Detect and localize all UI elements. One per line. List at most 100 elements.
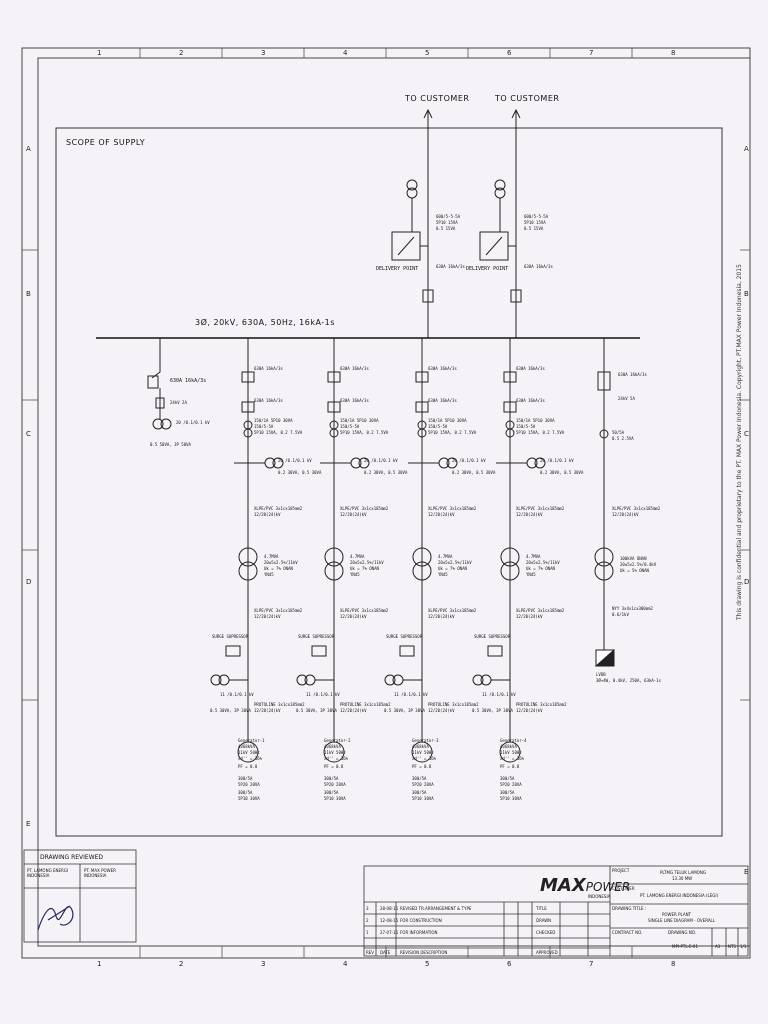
col-label: 1 bbox=[97, 49, 102, 57]
revision-cell: 27-07-15 bbox=[380, 930, 399, 935]
drawing-title-label: DRAWING TITLE : bbox=[612, 906, 647, 911]
feeder-label-vt3: 11 /0.1/0.1 kV bbox=[482, 692, 516, 697]
feeder-label-trafo2: 20±5x2.5%/11kV bbox=[438, 560, 472, 565]
feeder-label-gen-pf: PF = 0.8 bbox=[500, 764, 520, 769]
feeder-label-cable4: 12/20(24)kV bbox=[340, 614, 367, 619]
aux-trafo-label: 20±5x2.5%/0.4kV bbox=[620, 562, 657, 567]
revision-cell: DATE bbox=[380, 950, 391, 955]
feeder-label-gen-v: 11kV 50Hz bbox=[500, 750, 522, 755]
col-label: 5 bbox=[425, 49, 430, 57]
col-label: 3 bbox=[261, 960, 266, 968]
incomer-lines bbox=[391, 108, 522, 338]
feeder-label-gen-ct: 300/5A bbox=[238, 776, 253, 781]
row-label: A bbox=[26, 145, 31, 153]
revision-cell: 2 bbox=[366, 918, 369, 923]
col-label: 2 bbox=[179, 960, 184, 968]
feeder-label-cable4: 12/20(24)kV bbox=[516, 614, 543, 619]
revision-cell: 3 bbox=[366, 906, 369, 911]
feeder-label-vt2: 0.2 30VA, 0.5 30VA bbox=[364, 470, 408, 475]
vt-fuse-label: 24kV 2A bbox=[170, 400, 187, 405]
col-label: 1 bbox=[97, 960, 102, 968]
feeder-label-gen-ct: 300/5A bbox=[412, 776, 427, 781]
revision-cell: FOR CONSTRUCTION bbox=[400, 918, 442, 923]
column-ticks bbox=[22, 48, 750, 958]
feeder-label-gen-v: 11kV 50Hz bbox=[238, 750, 260, 755]
feeder-label-breaker: 630A 16kA/3s bbox=[516, 366, 545, 371]
feeder-label-gen-ct2: 5P20 20VA bbox=[238, 782, 260, 787]
col-label: 3 bbox=[261, 49, 266, 57]
feeder-label-gen-ct: 300/5A bbox=[500, 776, 515, 781]
feeder-label-gen-kva: 4368kVA bbox=[500, 744, 517, 749]
col-label: 7 bbox=[589, 960, 594, 968]
col-label: 4 bbox=[343, 49, 348, 57]
customer-name: PT. LAMONG ENERGI INDONESIA (LEGI) bbox=[640, 893, 719, 898]
project-name: PLTMG TELUK LAMONG bbox=[660, 870, 706, 875]
delivery-point-label: DELIVERY POINT bbox=[466, 266, 509, 272]
revision-cell: 1 bbox=[366, 930, 369, 935]
logo-country: INDONESIA bbox=[588, 894, 611, 899]
generator-name: Generator-2 bbox=[324, 738, 351, 743]
feeder-label-vt2: 0.2 30VA, 0.5 30VA bbox=[278, 470, 322, 475]
sheet-number: 1/1 bbox=[740, 944, 747, 949]
feeder-label-vt: 20 /0.1/0.1 kV bbox=[278, 458, 312, 463]
drawing-title: POWER PLANT bbox=[662, 912, 691, 917]
feeder-label-cable: XLPE/PVC 3x1cx185mm2 bbox=[340, 506, 389, 511]
feeder-label-gen-ct2: 5P20 20VA bbox=[500, 782, 522, 787]
feeder-label-vt3: 11 /0.1/0.1 kV bbox=[306, 692, 340, 697]
feeder-label-cable6: 12/20(24)kV bbox=[516, 708, 543, 713]
row-label: E bbox=[744, 868, 749, 876]
generator-name: Generator-1 bbox=[238, 738, 265, 743]
feeder-label-vt4: 0.5 30VA, 3P 30VA bbox=[384, 708, 425, 713]
feeder-label-ct: 150/1A 5P10 30VA bbox=[428, 418, 467, 423]
vt-feeder bbox=[147, 338, 172, 430]
feeder-label-breaker2: 630A 16kA/3s bbox=[254, 398, 283, 403]
generator-name: Generator-4 bbox=[500, 738, 527, 743]
aux-ct-label: 50/5A bbox=[612, 430, 625, 435]
feeder-label-cable5: PROTOLINE 3x1cx185mm2 bbox=[428, 702, 479, 707]
feeder-label-trafo: 4.7MVA bbox=[526, 554, 541, 559]
feeder-label-trafo4: YNd5 bbox=[526, 572, 536, 577]
to-customer-label: TO CUSTOMER bbox=[405, 94, 470, 103]
incomer-ct-label: 600/5-5-5A bbox=[524, 214, 549, 219]
copyright-notice: This drawing is confidential and proprie… bbox=[736, 264, 743, 620]
feeder-label-gen-kva: 4368kVA bbox=[238, 744, 255, 749]
aux-cable-label: 12/20(24)kV bbox=[612, 512, 639, 517]
feeder-label-gen-ct4: 5P10 30VA bbox=[500, 796, 522, 801]
col-label: 4 bbox=[343, 960, 348, 968]
feeder-label-gen-ct4: 5P10 30VA bbox=[238, 796, 260, 801]
vt-burden-label: 0.5 50VA, 3P 50VA bbox=[150, 442, 191, 447]
sheet-size: A3 bbox=[715, 944, 721, 949]
feeder-label-cable: XLPE/PVC 3x1cx185mm2 bbox=[516, 506, 565, 511]
feeder-label-trafo: 4.7MVA bbox=[350, 554, 365, 559]
feeder-label-gen-pf: PF = 0.8 bbox=[412, 764, 432, 769]
feeder-label-gen-kva: 4368kVA bbox=[412, 744, 429, 749]
feeder-label-cable: XLPE/PVC 3x1cx185mm2 bbox=[254, 506, 303, 511]
feeder-label-trafo2: 20±5x2.5%/11kV bbox=[264, 560, 298, 565]
feeder-label-breaker2: 630A 16kA/3s bbox=[428, 398, 457, 403]
feeder-label-vt: 20 /0.1/0.1 kV bbox=[364, 458, 398, 463]
feeder-label-vt4: 0.5 30VA, 3P 30VA bbox=[472, 708, 513, 713]
feeder-label-ct3: 5P10 15VA, 0.2 7.5VA bbox=[254, 430, 303, 435]
project-capacity: 13.30 MW bbox=[672, 876, 693, 881]
feeder-label-gen-kva: 4368kVA bbox=[324, 744, 341, 749]
feeder-label-gen-v: 11kV 50Hz bbox=[412, 750, 434, 755]
vt-ratio-label: 20 /0.1/0.1 kV bbox=[176, 420, 210, 425]
feeder-label-cable6: 12/20(24)kV bbox=[254, 708, 281, 713]
feeder-label-vt4: 0.5 30VA, 3P 30VA bbox=[296, 708, 337, 713]
feeder-label-vt: 20 /0.1/0.1 kV bbox=[452, 458, 486, 463]
feeder-label-gen-ct3: 300/5A bbox=[324, 790, 339, 795]
feeder-label-trafo4: YNd5 bbox=[264, 572, 274, 577]
aux-cable-label: XLPE/PVC 3x1cx185mm2 bbox=[612, 506, 661, 511]
feeder-label-cable3: XLPE/PVC 3x1cx185mm2 bbox=[340, 608, 389, 613]
feeder-label-trafo4: YNd5 bbox=[438, 572, 448, 577]
scope-label: SCOPE OF SUPPLY bbox=[66, 138, 146, 147]
incomer-ct-label: 0.5 15VA bbox=[524, 226, 544, 231]
row-label: A bbox=[744, 145, 749, 153]
drawing-no-label: DRAWING NO. bbox=[668, 930, 696, 935]
feeder-label-cable4: 12/20(24)kV bbox=[428, 614, 455, 619]
outer-frame bbox=[21, 47, 751, 959]
inner-frame bbox=[37, 57, 751, 947]
feeder-label-cable5: PROTOLINE 3x1cx185mm2 bbox=[254, 702, 305, 707]
aux-lv-cable-label: NYY 3x4x1cx300mm2 bbox=[612, 606, 653, 611]
